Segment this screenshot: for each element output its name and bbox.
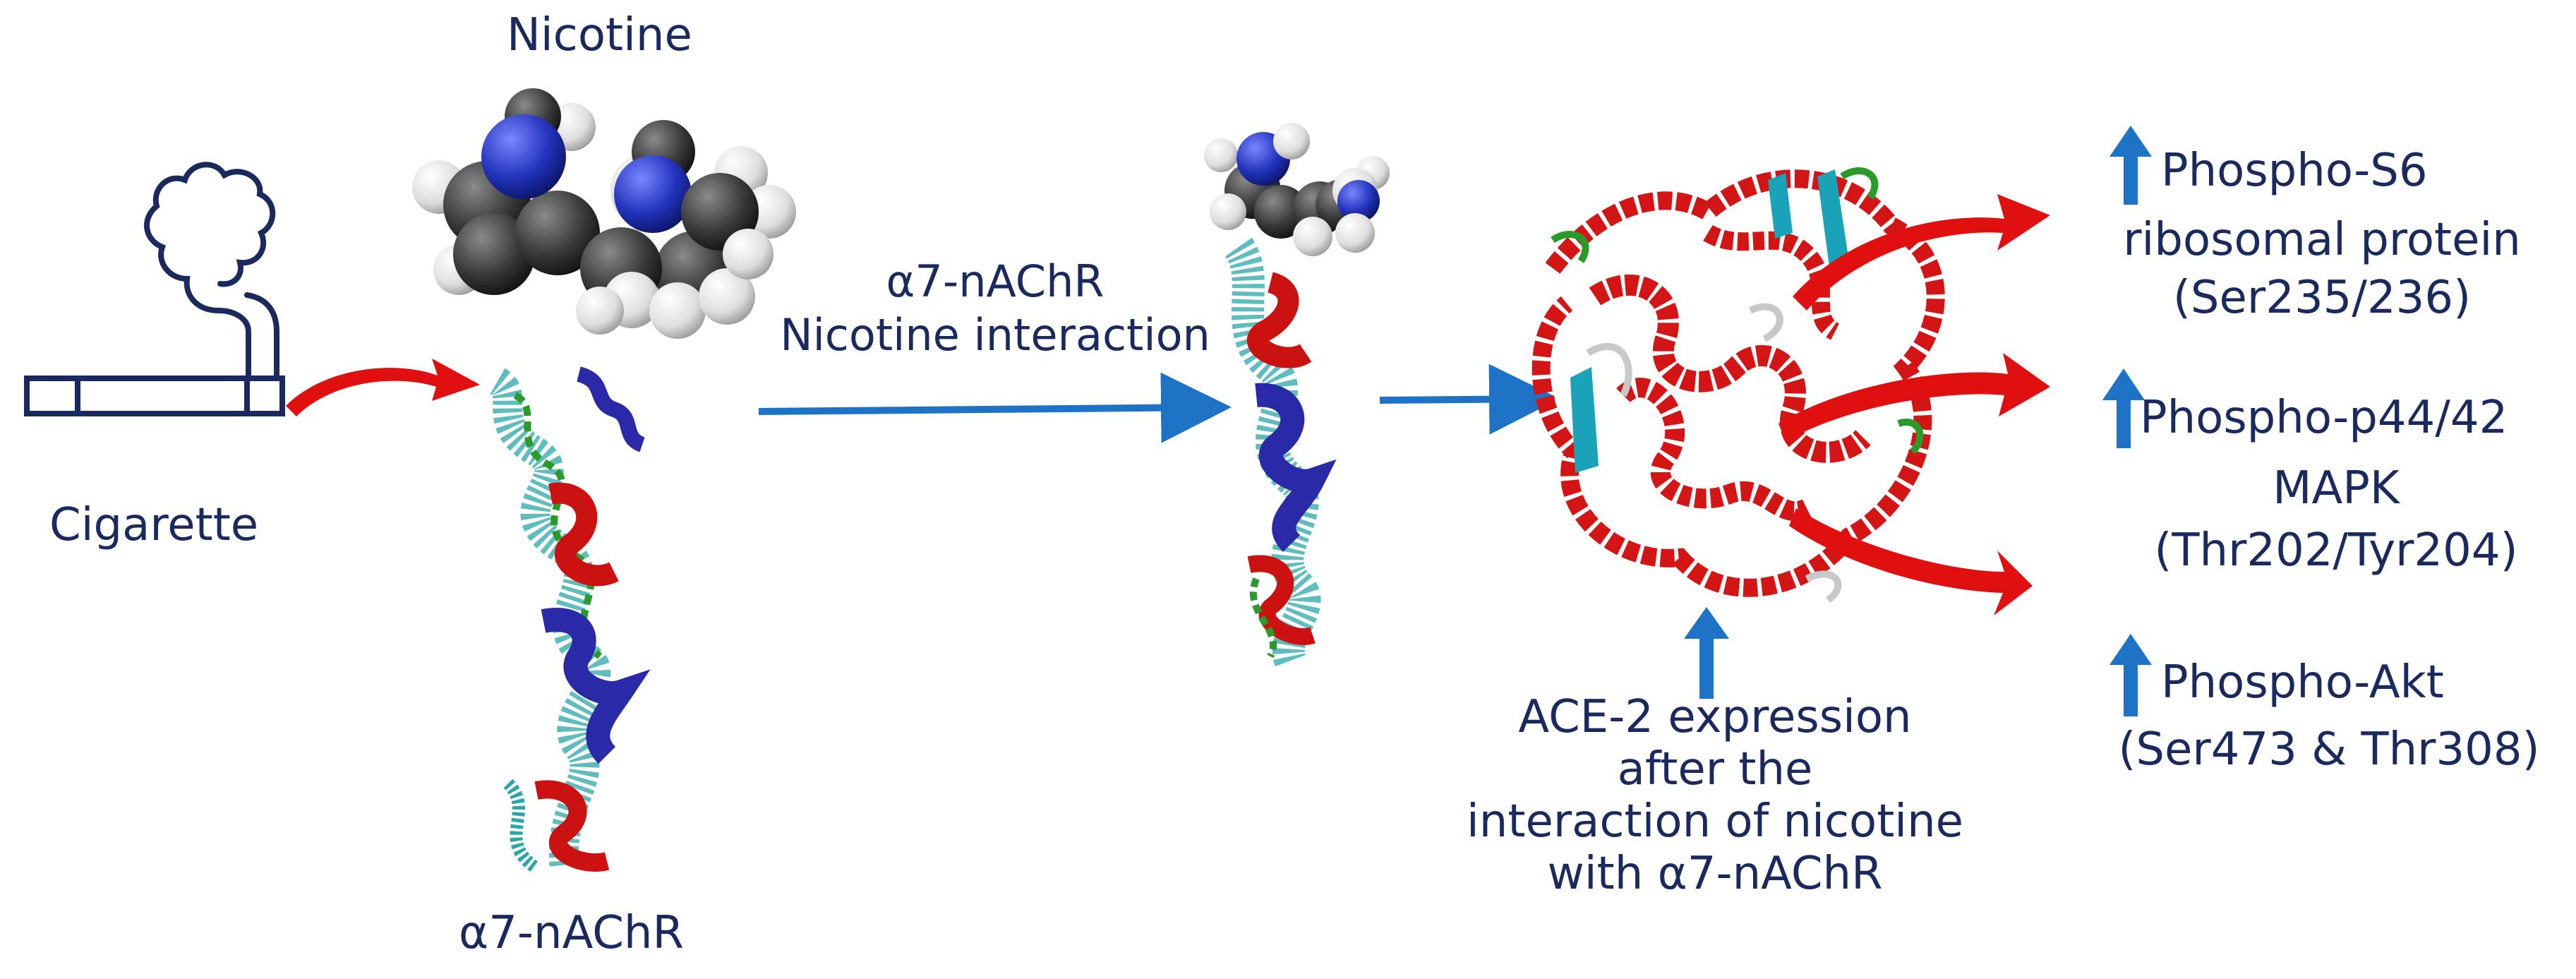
ace2-protein-structure xyxy=(1531,155,1945,603)
ace2-label-line3: interaction of nicotine xyxy=(1467,795,1963,848)
ace2-label: ACE-2 expression after the interaction o… xyxy=(1440,695,1990,896)
red-arrow-s6 xyxy=(1793,194,2050,311)
s6-label-line2: ribosomal protein xyxy=(2123,214,2521,266)
akt-label-rest: (Ser473 & Thr308) xyxy=(2082,727,2576,772)
receptor-nicotine-complex xyxy=(1204,123,1390,671)
s6-label-rest: ribosomal protein (Ser235/236) xyxy=(2075,217,2569,320)
cigarette-label: Cigarette xyxy=(49,499,259,551)
up-arrow-icon xyxy=(1684,607,1729,699)
nicotine-molecule xyxy=(412,88,796,339)
receptor-label: α7-nAChR xyxy=(459,907,684,959)
up-arrow-icon xyxy=(2109,126,2152,205)
akt-label-line1: Phospho-Akt xyxy=(2161,656,2444,709)
mapk-label-line1: Phospho-p44/42 xyxy=(2140,392,2508,444)
nicotine-label: Nicotine xyxy=(507,9,692,61)
ace2-label-line2: after the xyxy=(1617,743,1813,795)
cigarette-icon xyxy=(24,376,285,416)
ace2-label-line1: ACE-2 expression xyxy=(1518,691,1912,743)
red-arrow-mapk xyxy=(1778,353,2050,441)
up-arrow-icon xyxy=(2102,368,2145,448)
mapk-label-rest: MAPK (Thr202/Tyr204) xyxy=(2096,466,2576,573)
akt-label-line2: (Ser473 & Thr308) xyxy=(2118,723,2540,776)
s6-label-line3: (Ser235/236) xyxy=(2172,272,2472,324)
up-arrow-icon xyxy=(2109,634,2152,716)
mapk-label-line2: MAPK xyxy=(2273,462,2400,515)
red-arrow-cigarette xyxy=(286,359,480,416)
blue-arrow-to-ace2 xyxy=(1379,364,1560,435)
ace2-label-line4: with α7-nAChR xyxy=(1547,848,1883,900)
interaction-label-line2: Nicotine interaction xyxy=(780,309,1210,361)
red-arrow-akt xyxy=(1789,508,2033,615)
s6-label-line1: Phospho-S6 xyxy=(2161,145,2428,197)
interaction-label-line1: α7-nAChR xyxy=(886,256,1105,307)
mapk-label-line3: (Thr202/Tyr204) xyxy=(2154,524,2518,577)
receptor-structure xyxy=(488,366,651,874)
blue-arrow-interaction xyxy=(758,372,1232,443)
interaction-label: α7-nAChR Nicotine interaction xyxy=(748,260,1242,357)
smoke-icon xyxy=(144,162,279,378)
